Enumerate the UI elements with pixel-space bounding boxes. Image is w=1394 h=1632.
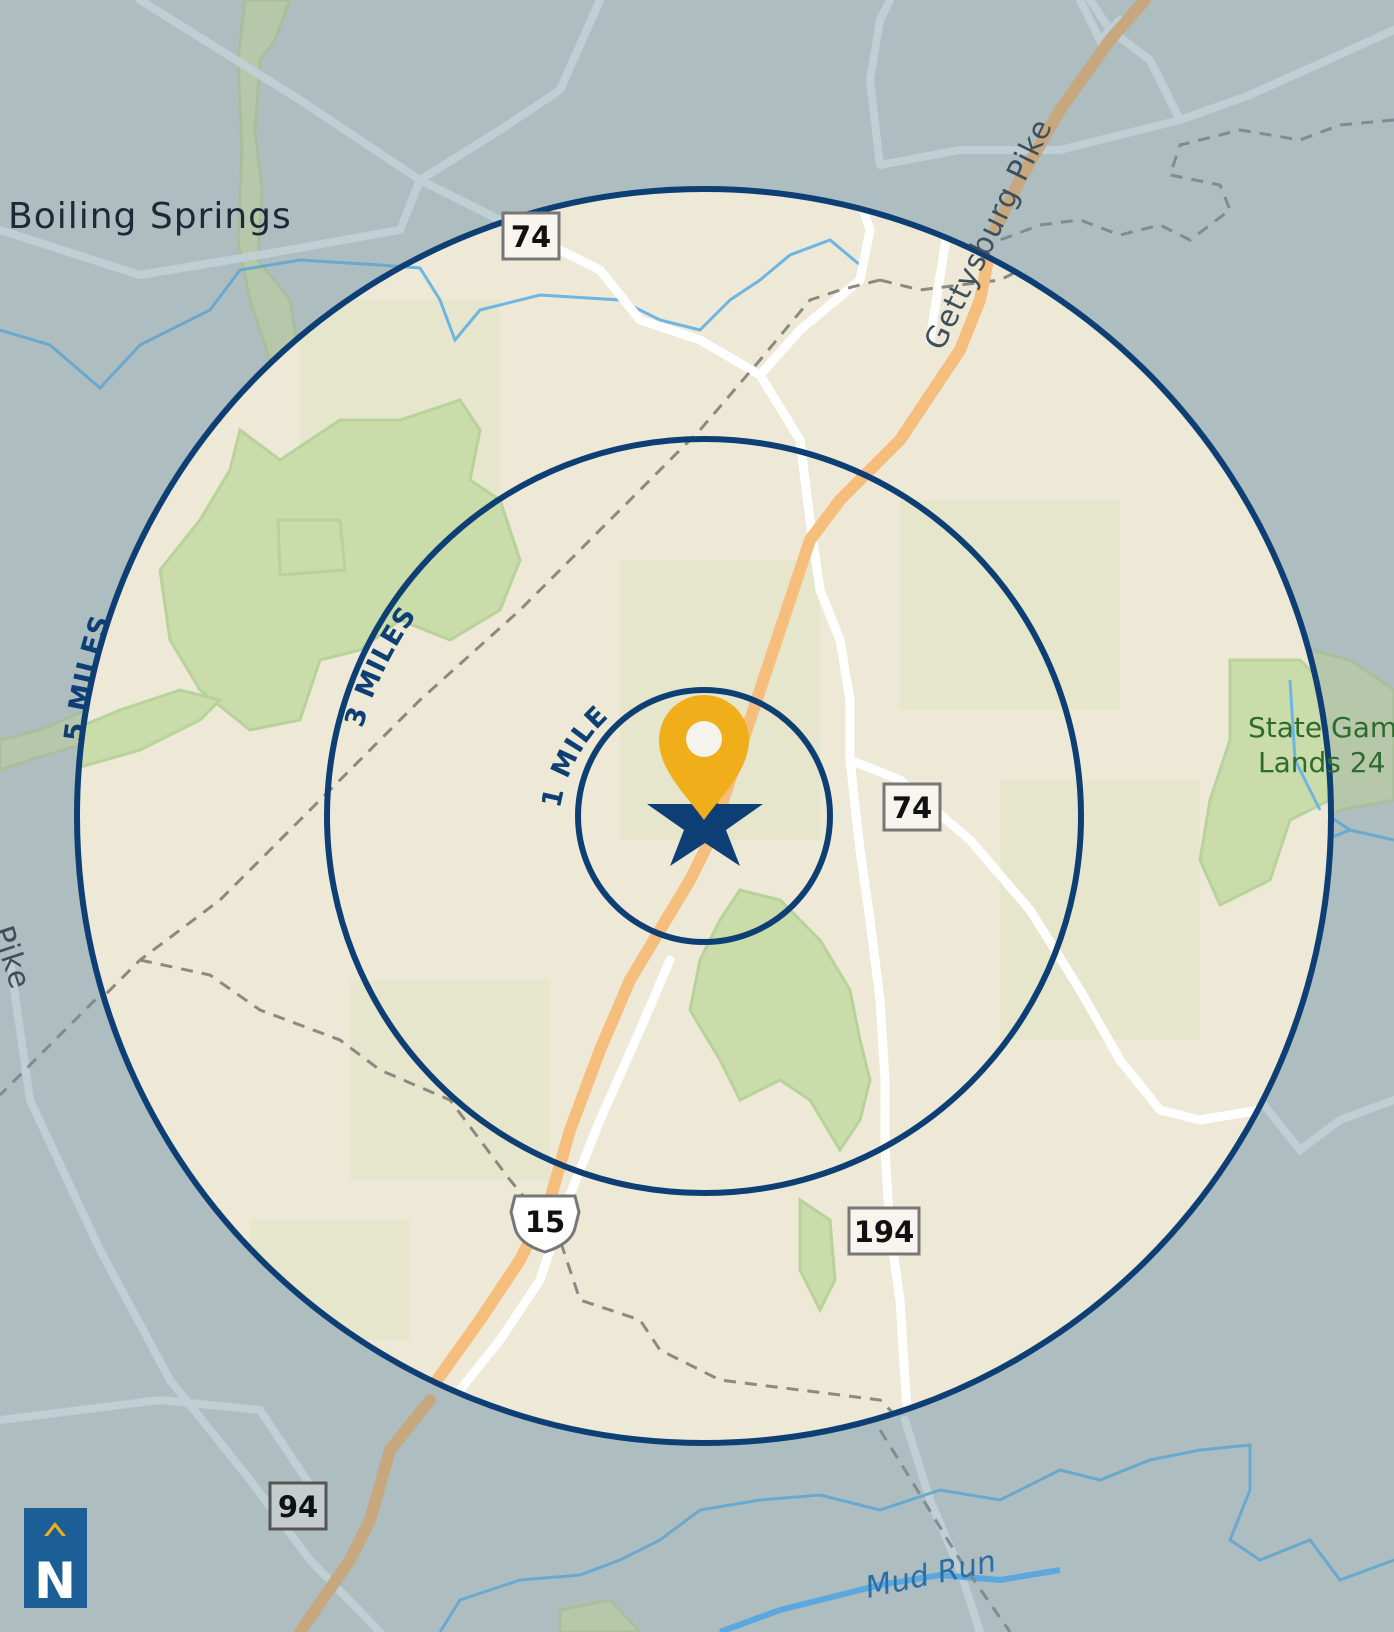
- svg-text:N: N: [34, 1552, 76, 1610]
- place-label-boiling-springs: Boiling Springs: [8, 196, 292, 237]
- route-shield-194: 194: [847, 1206, 921, 1256]
- route-shield-94: 94: [268, 1481, 328, 1531]
- svg-text:74: 74: [511, 220, 551, 254]
- route-shield-us15: 15: [509, 1194, 581, 1254]
- north-arrow-icon: N: [24, 1508, 87, 1610]
- ring-5-miles: [74, 186, 1334, 1446]
- main-stream-outer: [718, 1567, 1061, 1632]
- ring-3-miles: [324, 436, 1084, 1196]
- star-icon: [647, 773, 763, 866]
- highway-us15-outer: [294, 0, 1151, 1632]
- route-shield-74-east: 74: [882, 782, 942, 832]
- location-pin-icon[interactable]: [659, 695, 749, 820]
- distance-rings: [74, 186, 1334, 1446]
- route-shield-74-north: 74: [501, 211, 561, 261]
- park-label-line2: Lands 24: [1258, 746, 1385, 779]
- park-label-line1: State Gam: [1248, 711, 1394, 744]
- svg-text:74: 74: [892, 791, 932, 825]
- svg-text:94: 94: [278, 1490, 318, 1524]
- inner-map-features: [77, 189, 1331, 1443]
- svg-text:194: 194: [854, 1215, 915, 1249]
- svg-text:15: 15: [525, 1205, 565, 1239]
- ring-1-mile: [575, 687, 833, 945]
